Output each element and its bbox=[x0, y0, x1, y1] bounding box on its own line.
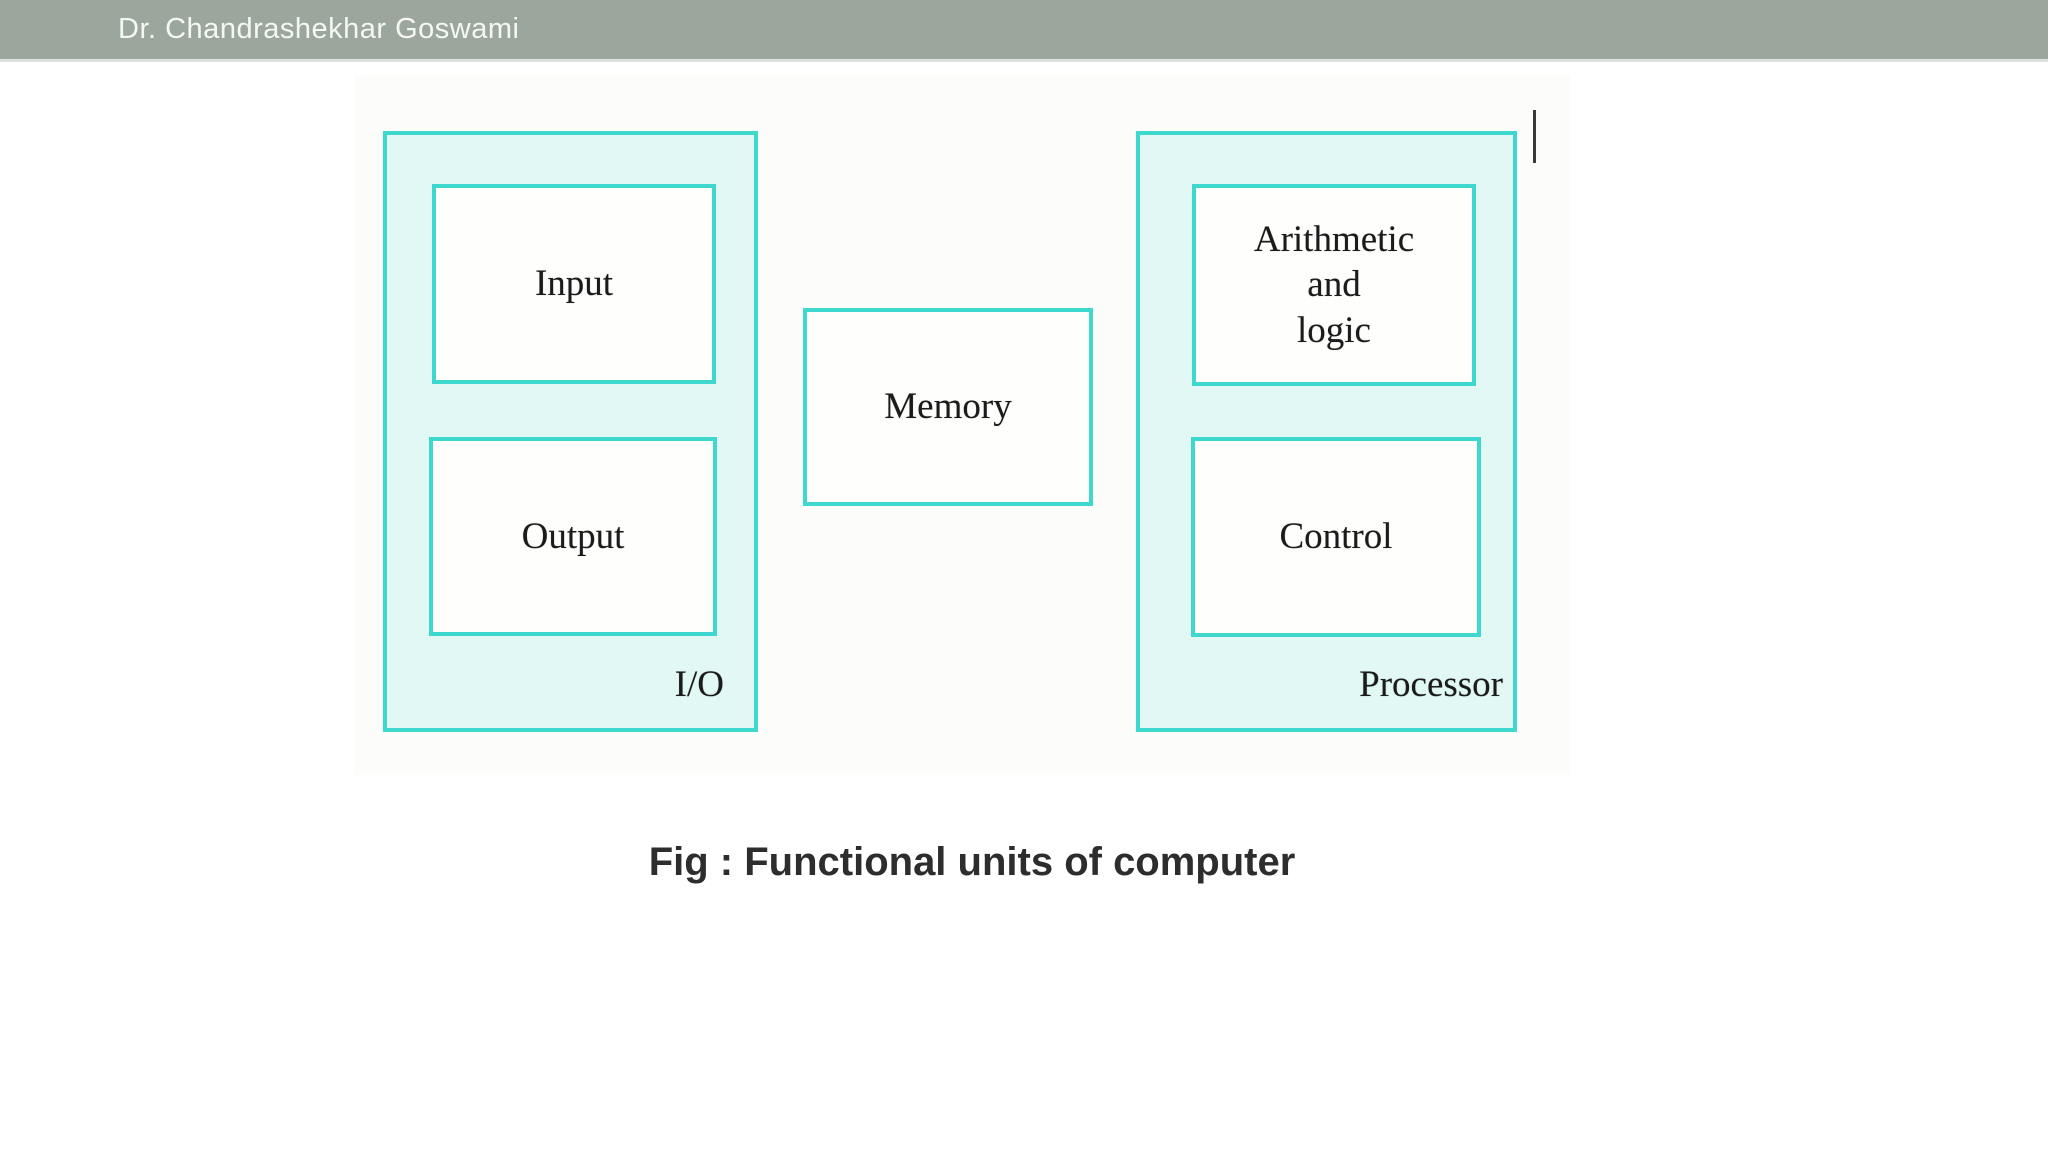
alu-label-line-3: logic bbox=[1297, 309, 1371, 351]
input-label: Input bbox=[534, 263, 614, 305]
io-group-label: I/O bbox=[674, 664, 724, 705]
memory-label: Memory bbox=[884, 386, 1012, 428]
memory-box: Memory bbox=[803, 308, 1093, 506]
text-cursor-icon bbox=[1533, 110, 1536, 163]
alu-label-line-2: and bbox=[1307, 264, 1361, 306]
input-box: Input bbox=[432, 184, 716, 384]
slide-body: Input Output I/O Memory Arithmetic and l… bbox=[0, 65, 2048, 1175]
figure-caption: Fig : Functional units of computer bbox=[648, 840, 1296, 884]
processor-group-box: Arithmetic and logic Control Processor bbox=[1136, 131, 1517, 732]
control-label: Control bbox=[1279, 516, 1393, 558]
processor-group-label: Processor bbox=[1359, 664, 1503, 705]
control-box: Control bbox=[1191, 437, 1481, 637]
arithmetic-logic-box: Arithmetic and logic bbox=[1192, 184, 1476, 386]
io-group-box: Input Output I/O bbox=[383, 131, 758, 732]
arithmetic-logic-label: Arithmetic and logic bbox=[1254, 217, 1414, 352]
output-label: Output bbox=[521, 515, 625, 557]
output-box: Output bbox=[429, 437, 717, 636]
alu-label-line-1: Arithmetic bbox=[1253, 219, 1415, 261]
header-bar: Dr. Chandrashekhar Goswami bbox=[0, 0, 2048, 62]
presenter-name: Dr. Chandrashekhar Goswami bbox=[118, 13, 520, 45]
